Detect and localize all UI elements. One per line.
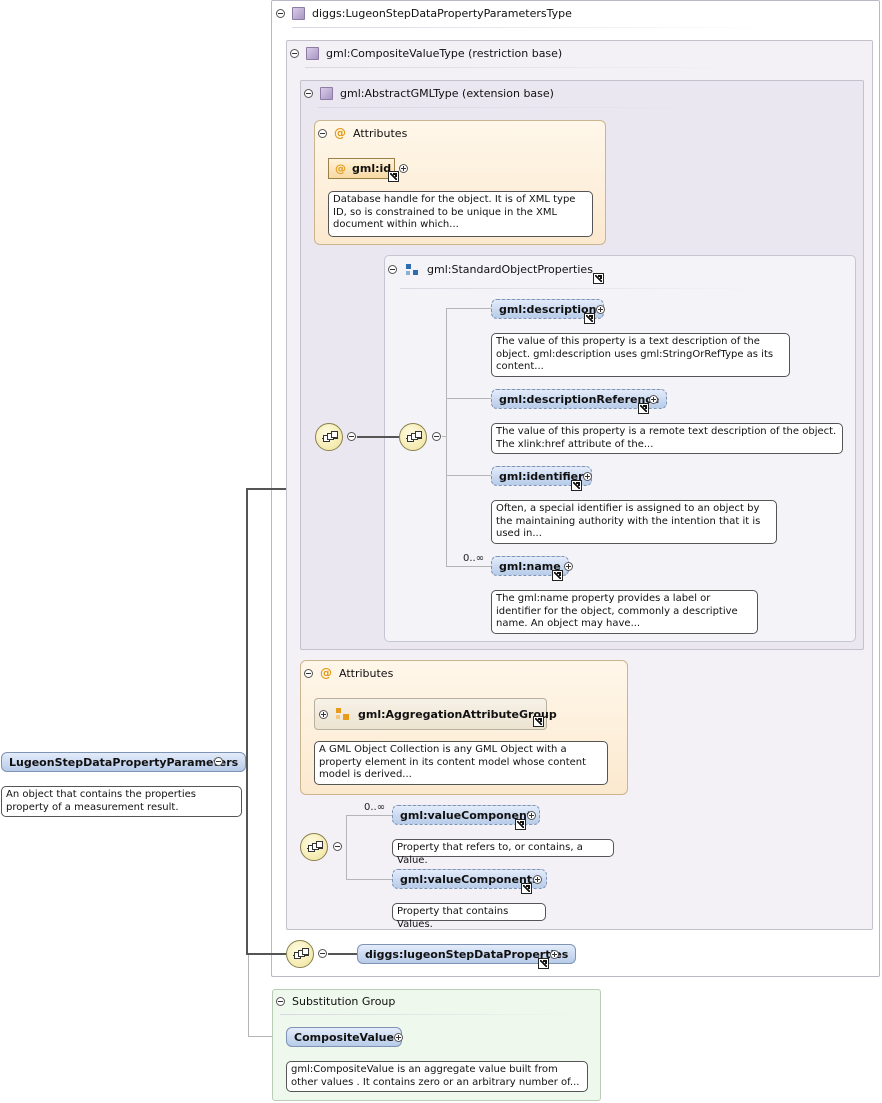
element-diggs-lugeon-step-data-properties[interactable]: diggs:lugeonStepDataProperties <box>357 944 577 964</box>
attribute-group-icon <box>336 707 350 721</box>
element-gml-description-doc: The value of this property is a text des… <box>491 333 790 377</box>
expand-icon[interactable] <box>596 305 605 314</box>
reference-arrow-icon[interactable] <box>521 883 532 894</box>
gml-attributes-header[interactable]: @ Attributes <box>318 126 407 140</box>
extension-base-header[interactable]: gml:AbstractGMLType (extension base) <box>304 87 554 100</box>
attribute-gml-id-doc: Database handle for the object. It is of… <box>328 191 593 237</box>
sequence-compositor-icon[interactable] <box>286 940 314 968</box>
collapse-icon[interactable] <box>276 997 285 1006</box>
collapse-icon[interactable] <box>318 128 327 138</box>
composite-attributes-header[interactable]: @ Attributes <box>304 666 393 680</box>
extension-base-title: gml:AbstractGMLType (extension base) <box>340 87 554 100</box>
complex-type-header[interactable]: diggs:LugeonStepDataPropertyParametersTy… <box>276 7 572 20</box>
composite-attributes-label: Attributes <box>339 666 394 680</box>
complex-type-icon <box>292 7 305 20</box>
collapse-icon[interactable] <box>333 842 342 851</box>
sequence-compositor-icon[interactable] <box>300 833 328 861</box>
expand-icon[interactable] <box>394 1033 403 1042</box>
element-composite-value[interactable]: CompositeValue <box>286 1027 402 1047</box>
attribute-group-doc: A GML Object Collection is any GML Objec… <box>314 741 608 785</box>
collapse-icon[interactable] <box>432 432 441 441</box>
attribute-group-name: gml:AggregationAttributeGroup <box>358 707 557 721</box>
reference-arrow-icon[interactable] <box>584 313 595 324</box>
expand-icon[interactable] <box>649 395 658 404</box>
expand-icon[interactable] <box>533 875 542 884</box>
expand-icon[interactable] <box>399 164 408 173</box>
element-gml-description-reference[interactable]: gml:descriptionReference <box>491 389 668 409</box>
root-element-doc: An object that contains the properties p… <box>1 786 242 817</box>
restriction-base-header[interactable]: gml:CompositeValueType (restriction base… <box>290 47 562 60</box>
reference-arrow-icon[interactable] <box>538 958 549 969</box>
element-gml-name-doc: The gml:name property provides a label o… <box>491 590 758 634</box>
attribute-icon: @ <box>334 126 346 140</box>
element-gml-value-component[interactable]: gml:valueComponent <box>392 805 541 825</box>
element-gml-value-component-doc: Property that refers to, or contains, a … <box>392 839 614 866</box>
reference-arrow-icon[interactable] <box>638 403 649 414</box>
collapse-icon[interactable] <box>304 668 313 678</box>
restriction-base-title: gml:CompositeValueType (restriction base… <box>326 47 563 60</box>
collapse-icon[interactable] <box>214 757 223 766</box>
reference-arrow-icon[interactable] <box>593 273 604 284</box>
complex-type-icon <box>306 47 319 60</box>
standard-object-properties-header[interactable]: gml:StandardObjectProperties <box>388 263 593 276</box>
occurrence-label: 0..∞ <box>463 553 485 564</box>
reference-arrow-icon[interactable] <box>388 171 399 182</box>
expand-icon[interactable] <box>583 472 592 481</box>
root-element-lugeon-step-data-property-parameters[interactable]: LugeonStepDataPropertyParameters <box>1 752 247 772</box>
reference-arrow-icon[interactable] <box>552 570 563 581</box>
element-composite-value-doc: gml:CompositeValue is an aggregate value… <box>286 1061 588 1092</box>
complex-type-icon <box>320 87 333 100</box>
substitution-group-header[interactable]: Substitution Group <box>276 995 395 1008</box>
expand-icon[interactable] <box>550 950 559 959</box>
group-icon <box>406 263 420 276</box>
sequence-compositor-icon[interactable] <box>399 423 427 451</box>
attribute-gml-id[interactable]: @ gml:id <box>328 158 395 179</box>
collapse-icon[interactable] <box>276 9 285 18</box>
standard-object-properties-title: gml:StandardObjectProperties <box>427 263 593 276</box>
element-gml-identifier-doc: Often, a special identifier is assigned … <box>491 500 777 544</box>
complex-type-title: diggs:LugeonStepDataPropertyParametersTy… <box>312 7 572 20</box>
collapse-icon[interactable] <box>290 49 299 58</box>
reference-arrow-icon[interactable] <box>533 716 544 727</box>
attribute-name: gml:id <box>352 162 392 175</box>
expand-icon[interactable] <box>527 811 536 820</box>
collapse-icon[interactable] <box>304 89 313 98</box>
expand-icon[interactable] <box>319 709 328 719</box>
reference-arrow-icon[interactable] <box>515 819 526 830</box>
element-gml-value-components[interactable]: gml:valueComponents <box>392 869 547 889</box>
substitution-group-label: Substitution Group <box>292 995 396 1008</box>
occurrence-label: 0..∞ <box>364 802 386 813</box>
collapse-icon[interactable] <box>347 432 356 441</box>
gml-attributes-label: Attributes <box>353 126 408 140</box>
sequence-compositor-icon[interactable] <box>315 423 343 451</box>
element-gml-description[interactable]: gml:description <box>491 299 605 319</box>
element-gml-description-reference-doc: The value of this property is a remote t… <box>491 423 843 454</box>
collapse-icon[interactable] <box>388 265 397 274</box>
attribute-icon: @ <box>335 162 346 175</box>
collapse-icon[interactable] <box>318 949 327 958</box>
expand-icon[interactable] <box>564 562 573 571</box>
attribute-icon: @ <box>320 666 332 680</box>
reference-arrow-icon[interactable] <box>571 480 582 491</box>
attribute-group-gml-aggregation[interactable]: gml:AggregationAttributeGroup <box>314 698 557 730</box>
element-gml-identifier[interactable]: gml:identifier <box>491 466 592 486</box>
element-gml-value-components-doc: Property that contains Values. <box>392 903 546 930</box>
